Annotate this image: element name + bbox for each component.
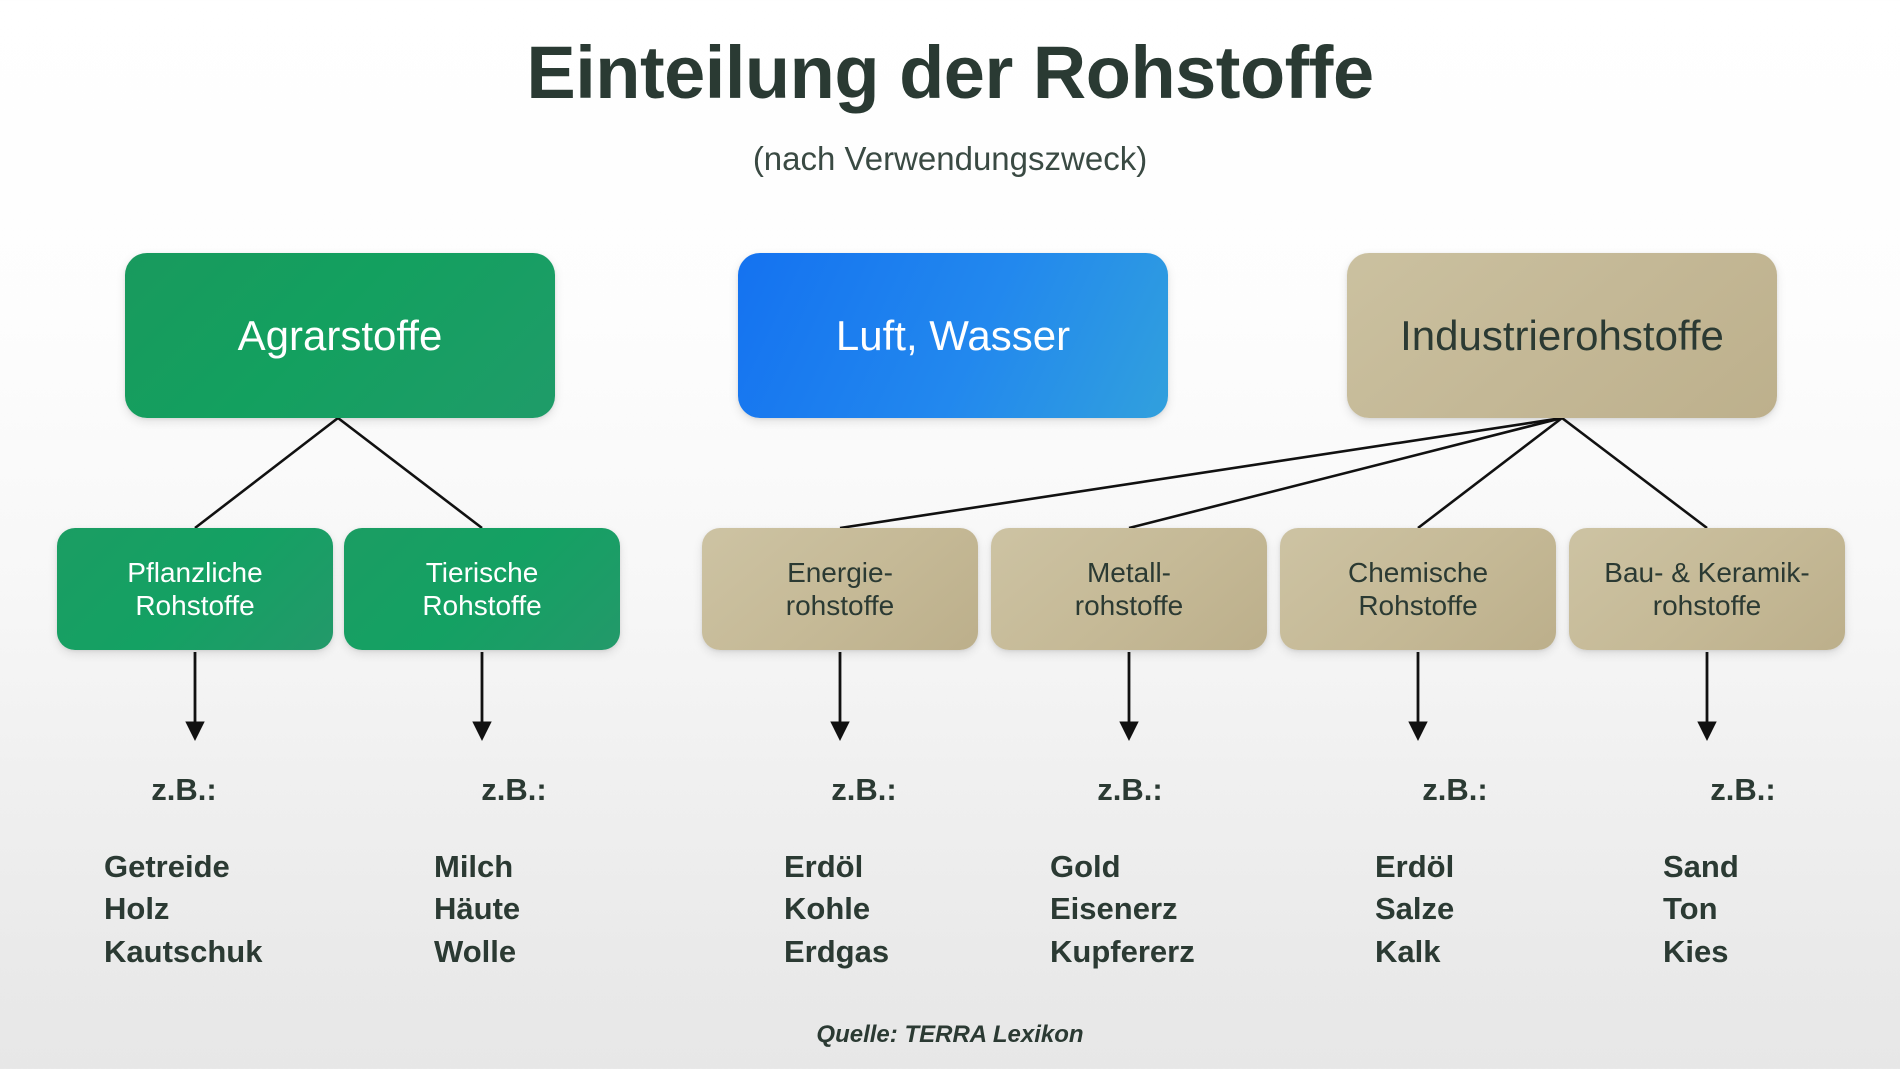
list-item: Wolle — [434, 933, 517, 969]
examples-bau-keramik-rohstoffe: z.B.: Sand Ton Kies — [1663, 772, 1900, 973]
page-title: Einteilung der Rohstoffe — [526, 31, 1374, 114]
eg-item-list: Erdöl Kohle Erdgas — [784, 846, 1084, 973]
eg-label: z.B.: — [1710, 772, 1776, 807]
node-tierische-rohstoffe-line2: Rohstoffe — [422, 590, 542, 621]
node-pflanzliche-rohstoffe[interactable]: Pflanzliche Rohstoffe — [57, 528, 333, 650]
eg-item-list: Milch Häute Wolle — [434, 846, 734, 973]
connector-industrierohstoffe — [839, 416, 1708, 530]
node-bau-keramik-rohstoffe-line1: Bau- & Keramik- — [1604, 556, 1810, 588]
list-item: Getreide — [104, 849, 230, 884]
examples-metallrohstoffe: z.B.: Gold Eisenerz Kupfererz — [1050, 772, 1350, 973]
node-tierische-rohstoffe[interactable]: Tierische Rohstoffe — [344, 528, 620, 650]
node-metallrohstoffe[interactable]: Metall- rohstoffe — [991, 528, 1267, 650]
node-chemische-rohstoffe[interactable]: Chemische Rohstoffe — [1280, 528, 1556, 650]
node-agrarstoffe-label: Agrarstoffe — [237, 311, 443, 359]
node-pflanzliche-rohstoffe-line1: Pflanzliche — [127, 556, 263, 588]
list-item: Milch — [434, 849, 514, 884]
source-caption: Quelle: TERRA Lexikon — [816, 1021, 1084, 1048]
node-energierohstoffe[interactable]: Energie- rohstoffe — [702, 528, 978, 650]
eg-item-list: Erdöl Salze Kalk — [1375, 846, 1675, 973]
examples-energierohstoffe: z.B.: Erdöl Kohle Erdgas — [784, 772, 1084, 973]
node-industrierohstoffe-label: Industrierohstoffe — [1400, 311, 1724, 359]
list-item: Häute — [434, 891, 521, 927]
list-item: Gold — [1050, 849, 1121, 884]
node-tierische-rohstoffe-line1: Tierische — [425, 556, 539, 588]
node-industrierohstoffe[interactable]: Industrierohstoffe — [1347, 253, 1777, 418]
node-energierohstoffe-line1: Energie- — [787, 556, 893, 588]
eg-label: z.B.: — [151, 772, 217, 807]
list-item: Holz — [104, 891, 170, 927]
node-pflanzliche-rohstoffe-line2: Rohstoffe — [135, 590, 255, 621]
connector-agrarstoffe — [194, 416, 483, 530]
eg-label: z.B.: — [1097, 772, 1163, 807]
list-item: Kies — [1663, 933, 1729, 969]
list-item: Kalk — [1375, 933, 1441, 969]
list-item: Ton — [1663, 891, 1718, 927]
page-subtitle: (nach Verwendungszweck) — [752, 140, 1148, 177]
list-item: Kupfererz — [1050, 933, 1195, 969]
list-item: Erdöl — [784, 849, 864, 884]
node-bau-keramik-rohstoffe-line2: rohstoffe — [1652, 590, 1762, 621]
examples-chemische-rohstoffe: z.B.: Erdöl Salze Kalk — [1375, 772, 1675, 973]
list-item: Sand — [1663, 849, 1739, 884]
list-item: Eisenerz — [1050, 891, 1178, 927]
node-metallrohstoffe-line1: Metall- — [1086, 556, 1171, 588]
list-item: Erdgas — [784, 933, 890, 969]
examples-tierische-rohstoffe: z.B.: Milch Häute Wolle — [434, 772, 734, 973]
list-item: Erdöl — [1375, 849, 1455, 884]
node-agrarstoffe[interactable]: Agrarstoffe — [125, 253, 555, 418]
eg-item-list: Gold Eisenerz Kupfererz — [1050, 846, 1350, 973]
eg-label: z.B.: — [831, 772, 897, 807]
eg-item-list: Sand Ton Kies — [1663, 846, 1900, 973]
node-metallrohstoffe-line2: rohstoffe — [1074, 590, 1184, 621]
eg-label: z.B.: — [1422, 772, 1488, 807]
node-chemische-rohstoffe-line1: Chemische — [1347, 556, 1489, 588]
node-energierohstoffe-line2: rohstoffe — [785, 590, 895, 621]
connector-arrows-to-examples — [185, 652, 1717, 741]
node-luft-wasser-label: Luft, Wasser — [835, 311, 1071, 359]
list-item: Kautschuk — [104, 933, 263, 969]
list-item: Salze — [1375, 891, 1455, 927]
node-bau-keramik-rohstoffe[interactable]: Bau- & Keramik- rohstoffe — [1569, 528, 1845, 650]
eg-item-list: Getreide Holz Kautschuk — [104, 846, 404, 973]
examples-pflanzliche-rohstoffe: z.B.: Getreide Holz Kautschuk — [104, 772, 404, 973]
node-luft-wasser[interactable]: Luft, Wasser — [738, 253, 1168, 418]
node-chemische-rohstoffe-line2: Rohstoffe — [1358, 590, 1478, 621]
eg-label: z.B.: — [481, 772, 547, 807]
list-item: Kohle — [784, 891, 871, 927]
